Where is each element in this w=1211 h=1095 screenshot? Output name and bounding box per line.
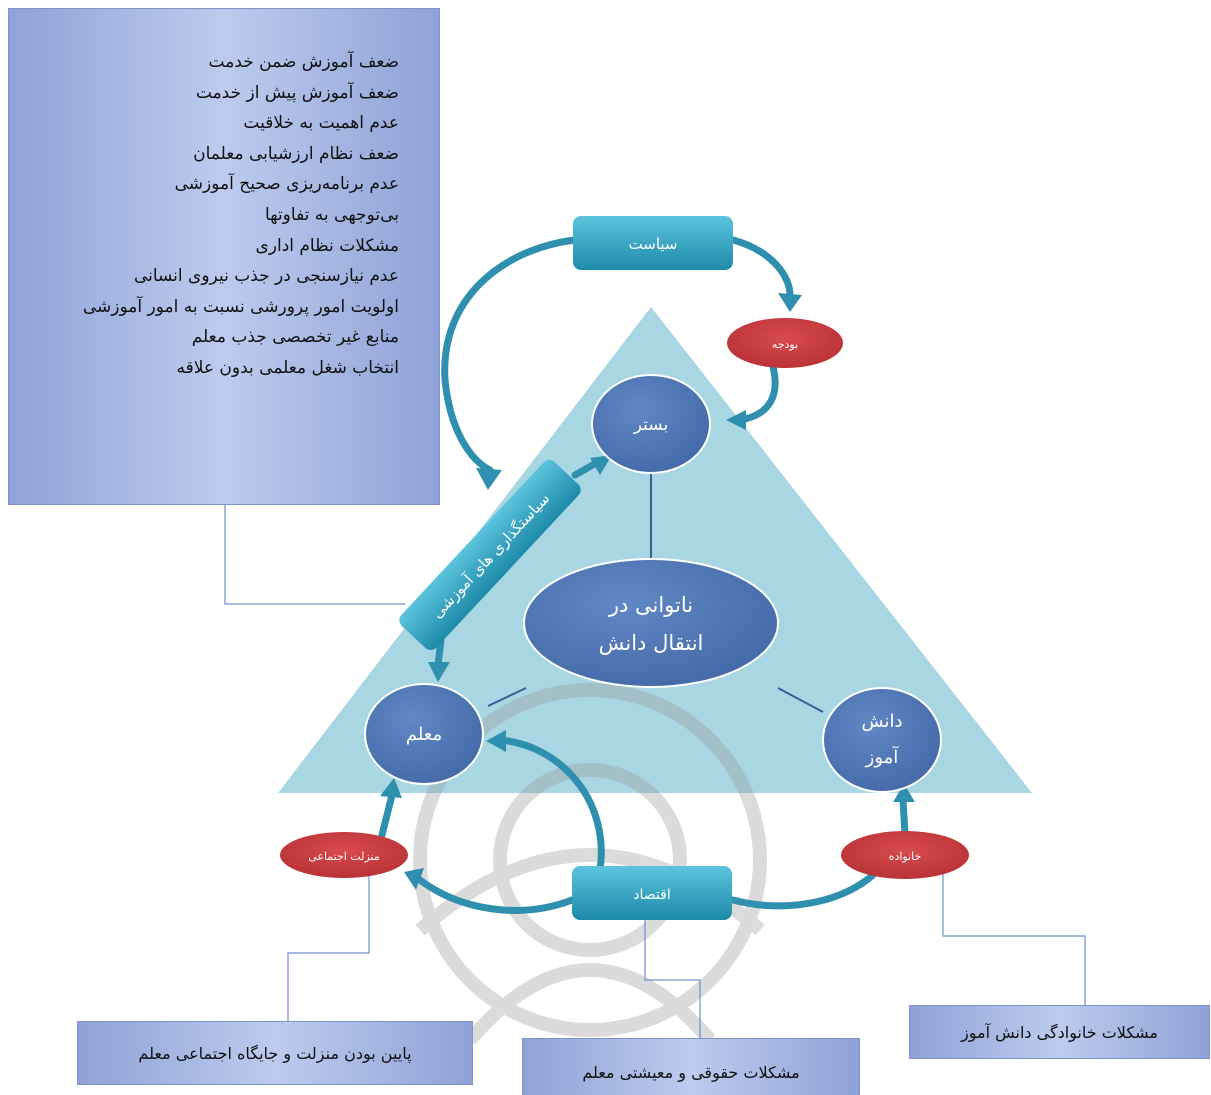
arrow-politics-to-budget	[729, 236, 794, 299]
issue-line: ضعف آموزش پیش از خدمت	[195, 82, 399, 103]
center-label-line2: انتقال دانش	[599, 631, 704, 655]
callout-line-issues	[224, 505, 405, 605]
triangle-background	[278, 307, 1032, 793]
callout-line-status	[287, 874, 370, 1021]
arrows	[378, 236, 909, 914]
callout-family-text: مشکلات خانوادگی دانش آموز	[961, 1022, 1158, 1042]
arrow-status-to-teacher	[378, 791, 396, 839]
issue-line: انتخاب شغل معلمی بدون علاقه	[176, 357, 400, 378]
arrow-economy-to-teacher	[496, 736, 605, 874]
issue-line: ضعف نظام ارزشیابی معلمان	[193, 143, 399, 164]
student-circle	[822, 687, 942, 793]
issue-line: عدم برنامه‌ریزی صحیح آموزشی	[174, 174, 399, 195]
teacher-circle	[364, 683, 484, 785]
callout-line-economy	[644, 919, 701, 1038]
connector-teacher-center	[487, 687, 527, 707]
issue-line: منابع غیر تخصصی جذب معلم	[191, 327, 399, 348]
arrow-politics-to-policy	[441, 236, 578, 474]
economy-box	[572, 866, 732, 920]
economy-label: اقتصاد	[633, 887, 670, 903]
issue-line: ضعف آموزش ضمن خدمت	[208, 52, 399, 72]
arrow-economy-to-family	[729, 866, 882, 910]
arrow-budget-to-context	[736, 363, 779, 424]
arrowheads	[380, 293, 915, 890]
student-label-line1: دانش	[862, 711, 903, 732]
issue-line: اولویت امور پرورشی نسبت به امور آموزشی	[82, 296, 399, 317]
social-status-ellipse	[280, 832, 408, 878]
social-status-label: منزلت اجتماعی	[308, 850, 380, 863]
callout-line-family	[942, 874, 1086, 1005]
family-label: خانواده	[889, 850, 922, 863]
family-ellipse	[841, 831, 969, 879]
arrow-economy-to-status	[416, 876, 576, 914]
connector-student-center	[777, 687, 824, 713]
arrow-family-to-student	[899, 796, 909, 838]
issues-list-box: ضعف آموزش ضمن خدمت ضعف آموزش پیش از خدمت…	[8, 8, 440, 505]
callout-family-problems: مشکلات خانوادگی دانش آموز	[909, 1005, 1210, 1059]
center-ellipse	[523, 558, 779, 688]
arrow-policy-to-teacher	[434, 636, 445, 669]
callout-low-status: پایین بودن منزلت و جایگاه اجتماعی معلم	[77, 1021, 473, 1085]
callout-status-text: پایین بودن منزلت و جایگاه اجتماعی معلم	[138, 1043, 412, 1063]
issue-line: بی‌توجهی به تفاوتها	[264, 204, 399, 225]
center-label-line1: ناتوانی در	[608, 593, 693, 617]
issue-line: عدم اهمیت به خلاقیت	[243, 113, 399, 134]
callout-salary-problems: مشکلات حقوقی و معیشتی معلم	[522, 1038, 860, 1095]
budget-label: بودجه	[772, 338, 798, 351]
policy-box	[399, 460, 581, 650]
callout-salary-text: مشکلات حقوقی و معیشتی معلم	[582, 1062, 800, 1082]
student-label-line2: آموز	[865, 745, 900, 768]
issue-line: مشکلات نظام اداری	[255, 235, 399, 256]
context-circle	[591, 374, 711, 474]
issue-line: عدم نیازسنجی در جذب نیروی انسانی	[133, 266, 399, 287]
teacher-label: معلم	[406, 724, 442, 745]
politics-label: سیاست	[629, 235, 678, 253]
politics-box	[573, 216, 733, 270]
context-label: بستر	[633, 415, 668, 435]
budget-ellipse	[727, 318, 843, 368]
